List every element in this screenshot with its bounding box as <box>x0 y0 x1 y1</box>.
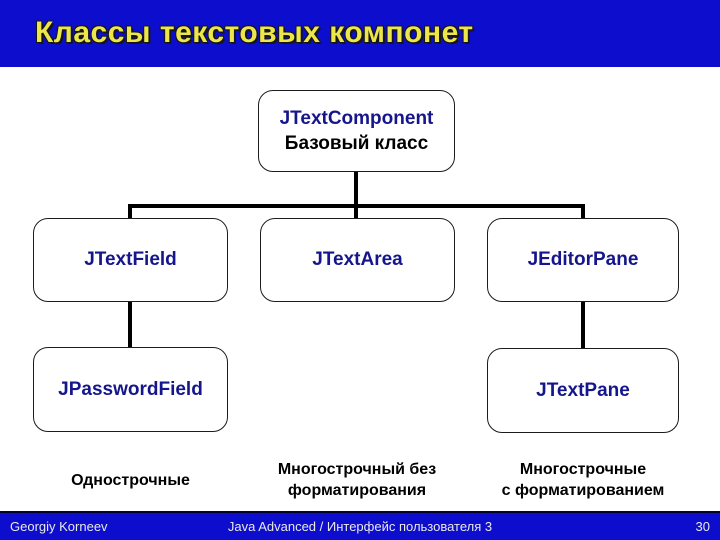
node-jtextfield: JTextField <box>33 218 228 302</box>
caption-multiline-plain: Многострочный без форматирования <box>250 459 464 501</box>
caption-line: форматирования <box>287 482 427 499</box>
footer-page-number: 30 <box>695 519 710 534</box>
slide-title: Классы текстовых компонет <box>35 16 474 49</box>
class-subtitle: Базовый класс <box>284 132 429 154</box>
slide-header: Классы текстовых компонет <box>0 0 720 67</box>
node-jtextcomponent: JTextComponent Базовый класс <box>258 90 455 172</box>
node-jtextpane: JTextPane <box>487 348 679 433</box>
caption-line: Однострочные <box>71 472 190 489</box>
connector-root-down <box>354 171 358 218</box>
caption-line: с форматированием <box>501 482 665 499</box>
connector-stub-jeditorpane <box>581 204 585 218</box>
connector-horizontal <box>128 204 585 208</box>
slide-footer: Georgiy Korneev Java Advanced / Интерфей… <box>0 511 720 540</box>
class-name: JTextField <box>84 249 177 270</box>
footer-author: Georgiy Korneev <box>10 519 108 534</box>
connector-stub-jtextfield <box>128 204 132 218</box>
class-name: JTextArea <box>312 249 403 270</box>
class-name: JEditorPane <box>527 249 639 270</box>
class-name: JTextComponent <box>279 107 434 129</box>
node-jpasswordfield: JPasswordField <box>33 347 228 432</box>
node-jeditorpane: JEditorPane <box>487 218 679 302</box>
connector-jtextfield-jpasswordfield <box>128 302 132 347</box>
caption-multiline-formatted: Многострочные с форматированием <box>478 459 688 501</box>
caption-single-line: Однострочные <box>33 470 228 491</box>
class-name: JTextPane <box>536 379 630 401</box>
class-name: JPasswordField <box>58 378 203 400</box>
node-jtextarea: JTextArea <box>260 218 455 302</box>
connector-jeditorpane-jtextpane <box>581 302 585 348</box>
footer-course: Java Advanced / Интерфейс пользователя 3 <box>227 519 493 534</box>
caption-line: Многострочный без <box>277 461 437 478</box>
caption-line: Многострочные <box>519 461 647 478</box>
